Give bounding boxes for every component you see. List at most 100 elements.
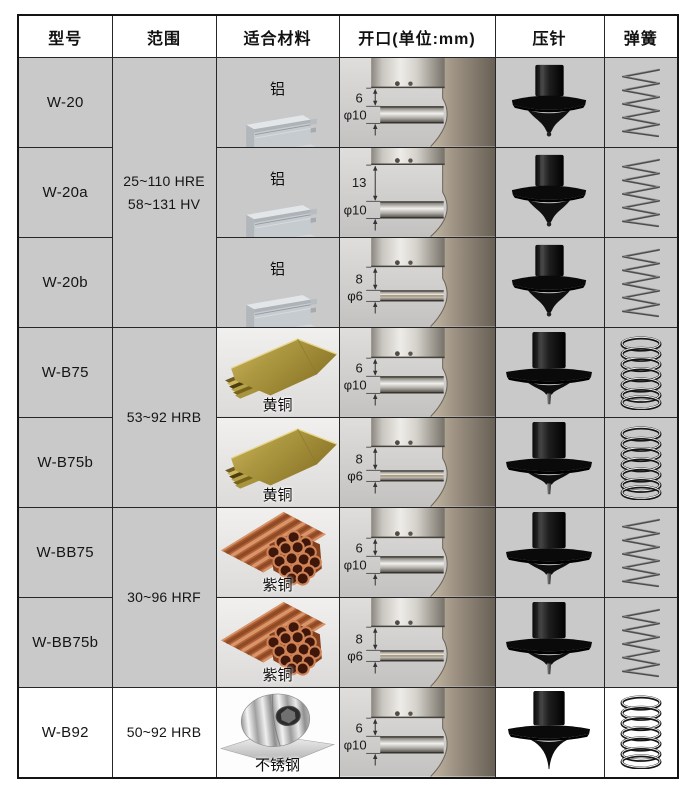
- header-range: 范围: [111, 14, 217, 58]
- material-label: 不锈钢: [254, 756, 300, 774]
- spring-cell: [603, 597, 679, 688]
- material-cell: 不锈钢: [215, 686, 340, 779]
- material-cell: 铝: [215, 147, 340, 238]
- material-cell: 紫铜: [215, 507, 340, 598]
- spring-cell: [603, 507, 679, 598]
- table-row: W-BB75 30~96 HRF 紫铜 6 φ10: [17, 507, 679, 688]
- header-opening: 开口(单位:mm): [338, 14, 496, 58]
- spec-table: 型号 范围 适合材料 开口(单位:mm) 压针 弹簧 W-20 25~110 H…: [17, 14, 679, 779]
- material-label: 铝: [269, 170, 285, 188]
- header-row: 型号 范围 适合材料 开口(单位:mm) 压针 弹簧: [17, 14, 679, 58]
- needle-cell: [494, 147, 605, 238]
- table-row: W-B75 53~92 HRB 黄铜 6 φ10: [17, 327, 679, 508]
- material-label: 黄铜: [262, 396, 293, 414]
- spring-image: [620, 695, 662, 770]
- indenter-needle-image: [511, 64, 587, 137]
- range-line: 53~92 HRB: [126, 409, 202, 426]
- model-cell: W-B92: [17, 686, 113, 779]
- material-cell: 黄铜: [215, 327, 340, 418]
- opening-photo: 8 φ6: [340, 418, 494, 507]
- material-label: 紫铜: [262, 576, 293, 594]
- opening-cell: 6 φ10: [338, 507, 496, 598]
- opening-cell: 8 φ6: [338, 237, 496, 328]
- aluminum-profile-image: [245, 114, 324, 147]
- opening-photo: 8 φ6: [340, 238, 494, 327]
- needle-cell: [494, 686, 605, 779]
- opening-cell: 6 φ10: [338, 57, 496, 148]
- aluminum-profile-image: [245, 204, 324, 237]
- range-cell: 25~110 HRE 58~131 HV: [111, 57, 217, 328]
- table-row: W-BB75b 紫铜 8 φ6: [17, 597, 679, 688]
- header-material: 适合材料: [215, 14, 340, 58]
- spring-image: [621, 67, 660, 137]
- gap-dimension-label: 8: [355, 632, 362, 647]
- material-cell: 铝: [215, 57, 340, 148]
- header-needle: 压针: [494, 14, 605, 58]
- indenter-needle-image: [506, 511, 593, 584]
- indenter-needle-image: [511, 244, 587, 317]
- model-cell: W-B75: [17, 327, 113, 418]
- header-model: 型号: [17, 14, 113, 58]
- needle-cell: [494, 597, 605, 688]
- range-line: 25~110 HRE: [123, 173, 205, 190]
- table-row: W-B75b 黄铜 8 φ6: [17, 417, 679, 508]
- opening-cell: 6 φ10: [338, 686, 496, 779]
- spring-image: [620, 335, 662, 410]
- diameter-dimension-label: φ10: [343, 737, 366, 752]
- gap-dimension-label: 6: [355, 541, 362, 556]
- opening-photo: 6 φ10: [340, 58, 494, 147]
- needle-cell: [494, 507, 605, 598]
- table-row: W-B92 50~92 HRB 不锈钢 6 φ10: [17, 686, 679, 779]
- opening-cell: 6 φ10: [338, 327, 496, 418]
- opening-cell: 8 φ6: [338, 597, 496, 688]
- header-spring: 弹簧: [603, 14, 679, 58]
- needle-cell: [494, 57, 605, 148]
- material-label: 铝: [269, 260, 285, 278]
- diameter-dimension-label: φ6: [347, 649, 363, 664]
- spring-cell: [603, 686, 679, 779]
- diameter-dimension-label: φ6: [347, 289, 363, 304]
- indenter-needle-image: [506, 421, 593, 494]
- diameter-dimension-label: φ10: [343, 558, 366, 573]
- diameter-dimension-label: φ10: [343, 108, 366, 123]
- opening-photo: 6 φ10: [340, 328, 494, 417]
- needle-cell: [494, 417, 605, 508]
- spring-cell: [603, 57, 679, 148]
- spring-cell: [603, 147, 679, 238]
- diameter-dimension-label: φ10: [343, 378, 366, 393]
- gap-dimension-label: 13: [351, 175, 366, 190]
- spring-image: [621, 607, 660, 677]
- opening-photo: 13 φ10: [340, 148, 494, 237]
- material-label: 紫铜: [262, 666, 293, 684]
- indenter-needle-image: [507, 691, 591, 770]
- opening-photo: 8 φ6: [340, 598, 494, 687]
- range-cell: 53~92 HRB: [111, 327, 217, 508]
- material-label: 铝: [269, 80, 285, 98]
- opening-photo: 6 φ10: [340, 688, 494, 777]
- aluminum-profile-image: [245, 294, 324, 327]
- opening-cell: 13 φ10: [338, 147, 496, 238]
- spring-cell: [603, 327, 679, 418]
- diameter-dimension-label: φ10: [343, 203, 366, 218]
- model-cell: W-20: [17, 57, 113, 148]
- gap-dimension-label: 6: [355, 720, 362, 735]
- needle-cell: [494, 327, 605, 418]
- range-cell: 50~92 HRB: [111, 686, 217, 779]
- material-cell: 黄铜: [215, 417, 340, 508]
- model-cell: W-20a: [17, 147, 113, 238]
- spring-cell: [603, 237, 679, 328]
- spring-image: [620, 425, 662, 500]
- gap-dimension-label: 8: [355, 452, 362, 467]
- table-row: W-20 25~110 HRE 58~131 HV 铝 6 φ10: [17, 57, 679, 328]
- spring-image: [621, 517, 660, 587]
- gap-dimension-label: 6: [355, 361, 362, 376]
- model-cell: W-20b: [17, 237, 113, 328]
- spring-image: [621, 157, 660, 227]
- gap-dimension-label: 6: [355, 91, 362, 106]
- material-label: 黄铜: [262, 486, 293, 504]
- range-line: 30~96 HRF: [127, 589, 201, 606]
- range-cell: 30~96 HRF: [111, 507, 217, 688]
- diameter-dimension-label: φ6: [347, 469, 363, 484]
- opening-photo: 6 φ10: [340, 508, 494, 597]
- range-line: 50~92 HRB: [126, 724, 202, 741]
